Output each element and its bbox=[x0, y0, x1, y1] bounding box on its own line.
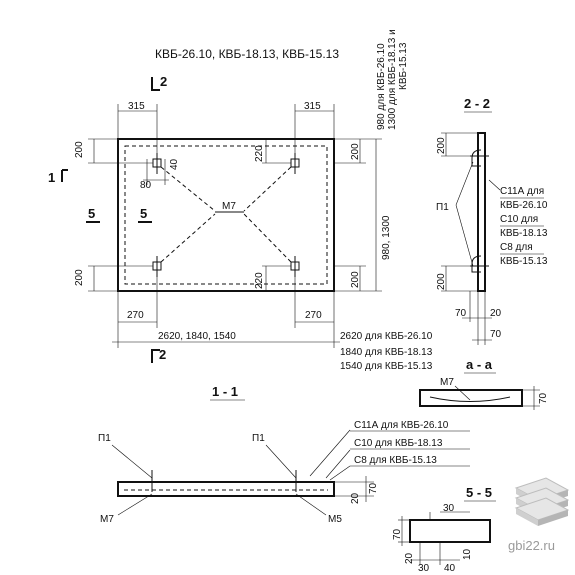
dim-200-right-bottom: 200 bbox=[350, 271, 361, 288]
section-marker-5-left: 5 bbox=[88, 206, 95, 221]
section-5-5-dim-30-top: 30 bbox=[443, 503, 455, 514]
section-1-1-note-3: С8 для КВБ-15.13 bbox=[354, 455, 437, 466]
section-marker-2-top: 2 bbox=[160, 74, 167, 89]
section-a-a-label-m7: М7 bbox=[440, 377, 454, 388]
section-a-a: а - а М7 70 bbox=[419, 357, 549, 410]
section-2-2-dim-200-bottom: 200 bbox=[436, 273, 447, 290]
vertical-note-2: 1300 для КВБ-18.13 и bbox=[387, 29, 398, 130]
drawing-title: КВБ-26.10, КВБ-18.13, КВБ-15.13 bbox=[155, 47, 339, 61]
section-1-1-dim-20: 20 bbox=[350, 492, 361, 504]
section-1-1-label-m7: М7 bbox=[100, 514, 114, 525]
section-2-2-dim-70-right: 70 bbox=[490, 329, 502, 340]
section-5-5-title: 5 - 5 bbox=[466, 485, 492, 500]
section-1-1-label-m5: М5 bbox=[328, 514, 342, 525]
dim-40: 40 bbox=[169, 158, 180, 170]
dim-220-top: 220 bbox=[254, 145, 265, 162]
dim-height: 980, 1300 bbox=[381, 215, 392, 260]
section-1-1-dim-70: 70 bbox=[368, 482, 379, 494]
label-p1: П1 bbox=[436, 202, 449, 213]
section-2-2-dim-70: 70 bbox=[455, 308, 467, 319]
dim-200-top: 200 bbox=[74, 141, 85, 158]
vertical-note-1: 980 для КВБ-26.10 bbox=[376, 43, 387, 130]
dim-315-right: 315 bbox=[304, 101, 321, 112]
watermark-text: gbi22.ru bbox=[508, 538, 555, 553]
section-5-5: 5 - 5 30 70 20 10 30 40 bbox=[392, 485, 496, 574]
section-1-1-slab bbox=[117, 481, 335, 497]
section-1-1-note-1: С11А для КВБ-26.10 bbox=[354, 420, 449, 431]
section-5-5-dim-30-bottom: 30 bbox=[418, 563, 430, 574]
section-1-1: 1 - 1 П1 П1 С11А для КВБ-26.10 С10 для К… bbox=[98, 384, 470, 525]
section-2-2-dim-200-top: 200 bbox=[436, 137, 447, 154]
section-5-5-dim-20: 20 bbox=[404, 552, 415, 564]
section-2-2: 2 - 2 П1 С11А для КВБ-26.10 С10 для КВБ-… bbox=[436, 96, 548, 345]
vertical-note-3: КВБ-15.13 bbox=[398, 42, 409, 90]
dim-315-left: 315 bbox=[128, 101, 145, 112]
note-c10: С10 для bbox=[500, 214, 538, 225]
label-p1-left: П1 bbox=[98, 433, 111, 444]
width-note-3: 1540 для КВБ-15.13 bbox=[340, 361, 433, 372]
dim-200-bottom: 200 bbox=[74, 269, 85, 286]
dim-270-right: 270 bbox=[305, 310, 322, 321]
label-p1-right: П1 bbox=[252, 433, 265, 444]
dim-200-right-top: 200 bbox=[350, 143, 361, 160]
section-1-1-title: 1 - 1 bbox=[212, 384, 238, 399]
plate-outline bbox=[117, 138, 335, 292]
section-5-5-dim-70: 70 bbox=[392, 528, 403, 540]
note-kvb-15-13: КВБ-15.13 bbox=[500, 256, 548, 267]
dim-270-left: 270 bbox=[127, 310, 144, 321]
section-marker-5-right: 5 bbox=[140, 206, 147, 221]
section-5-5-slab bbox=[409, 519, 491, 543]
section-2-2-slab bbox=[477, 132, 486, 292]
plan-view: М7 315 315 200 200 80 40 220 220 2 bbox=[48, 29, 433, 372]
reinforcement-outline bbox=[124, 145, 328, 285]
width-note-1: 2620 для КВБ-26.10 bbox=[340, 331, 433, 342]
watermark-logo: gbi22.ru bbox=[508, 477, 570, 553]
note-c11a: С11А для bbox=[500, 186, 544, 197]
section-5-5-dim-10: 10 bbox=[462, 548, 473, 560]
section-1-1-note-2: С10 для КВБ-18.13 bbox=[354, 438, 443, 449]
section-2-2-dim-20: 20 bbox=[490, 308, 502, 319]
section-a-a-dim-70: 70 bbox=[538, 392, 549, 404]
note-kvb-18-13: КВБ-18.13 bbox=[500, 228, 548, 239]
width-note-2: 1840 для КВБ-18.13 bbox=[340, 347, 433, 358]
section-a-a-title: а - а bbox=[466, 357, 493, 372]
dim-width: 2620, 1840, 1540 bbox=[158, 331, 236, 342]
dim-220-bottom: 220 bbox=[254, 272, 265, 289]
section-marker-1: 1 bbox=[48, 170, 55, 185]
dim-80: 80 bbox=[140, 180, 152, 191]
section-2-2-title: 2 - 2 bbox=[464, 96, 490, 111]
section-marker-2-bottom: 2 bbox=[159, 347, 166, 362]
note-kvb-26-10: КВБ-26.10 bbox=[500, 200, 548, 211]
label-m7: М7 bbox=[222, 201, 236, 212]
section-a-a-slab bbox=[419, 389, 523, 407]
section-5-5-dim-40: 40 bbox=[444, 563, 456, 574]
note-c8: С8 для bbox=[500, 242, 533, 253]
